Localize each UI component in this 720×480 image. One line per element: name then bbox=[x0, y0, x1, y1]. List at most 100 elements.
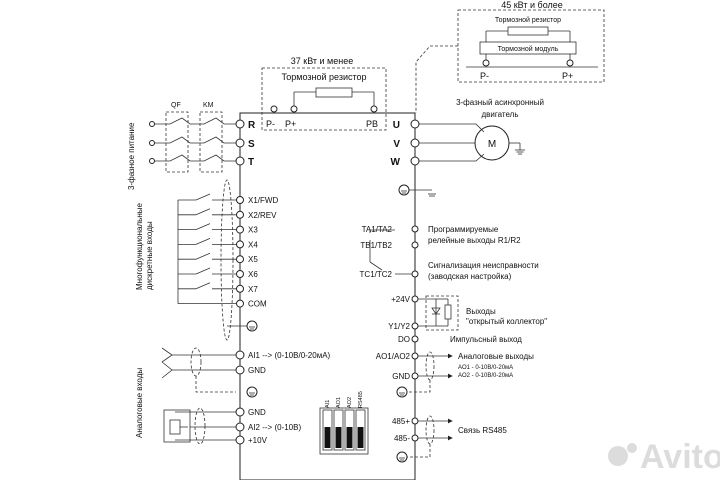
dip-switch-2[interactable] bbox=[333, 409, 344, 451]
motor-label-line1: 3-фазный асинхронный bbox=[456, 98, 544, 107]
brake-module bbox=[479, 41, 577, 55]
terminal-di-3 bbox=[236, 225, 244, 234]
brake-large-pminus: P- bbox=[480, 71, 489, 81]
dip-switch-4[interactable] bbox=[355, 409, 366, 451]
dip-switch-group: AI1 AO1 AO2 RS485 bbox=[319, 391, 369, 455]
terminal-di-label: X7 bbox=[248, 285, 258, 294]
brake-module-label: Тормозной модуль bbox=[498, 45, 559, 53]
km-frame bbox=[199, 111, 223, 173]
terminal-di-label: COM bbox=[248, 300, 267, 309]
terminal-di-label: X3 bbox=[248, 226, 258, 235]
brake-large-resistor-label: Тормозной резистор bbox=[495, 16, 561, 24]
terminal-v-label: V bbox=[393, 139, 400, 150]
terminal-di-label: X1/FWD bbox=[248, 196, 278, 205]
brake-small-resistor bbox=[315, 87, 353, 98]
brake-small-resistor-label: Тормозной резистор bbox=[281, 72, 366, 82]
relay-ta-label: TA1/TA2 bbox=[362, 225, 393, 234]
terminal-do bbox=[411, 335, 419, 343]
terminal-di-8 bbox=[236, 299, 244, 308]
oc-do-label: DO bbox=[398, 335, 410, 344]
terminal-s bbox=[235, 138, 245, 148]
terminal-r bbox=[235, 119, 245, 129]
dip-label: AI1 bbox=[325, 400, 331, 408]
oc-load-frame bbox=[425, 295, 459, 331]
motor-m: M bbox=[488, 139, 496, 150]
dip-label: RS485 bbox=[358, 391, 364, 408]
terminal-t bbox=[235, 156, 245, 166]
ao1-range: AO1 - 0-10В/0-20мА bbox=[458, 365, 513, 371]
terminal-v bbox=[410, 138, 420, 148]
ao-gnd-label: GND bbox=[392, 372, 410, 381]
dip-label: AO1 bbox=[336, 397, 342, 408]
oc-load bbox=[418, 298, 452, 327]
relay-tc-label: TC1/TC2 bbox=[360, 270, 393, 279]
terminal-w-label: W bbox=[391, 157, 401, 168]
brake-small-pplus: P+ bbox=[285, 119, 296, 129]
terminal-ao-gnd bbox=[411, 372, 419, 380]
relay-contacts bbox=[369, 229, 412, 275]
terminal-di-7 bbox=[236, 284, 244, 293]
terminal-di-4 bbox=[236, 240, 244, 249]
ao2-range: AO2 - 0-10В/0-20мА bbox=[458, 373, 513, 379]
analog-inputs-group bbox=[161, 347, 236, 445]
terminal-ai2-label: AI2 --> (0-10В) bbox=[248, 423, 301, 432]
dip-switch-lever bbox=[346, 427, 353, 448]
brake-module-pplus-terminal bbox=[566, 59, 574, 67]
analog-shield-ground bbox=[246, 386, 258, 398]
terminal-di-label: X6 bbox=[248, 270, 258, 279]
brake-small-pminus-terminal bbox=[270, 105, 278, 113]
relay-fault-line2: (заводская настройка) bbox=[428, 272, 512, 281]
oc-pulse-label: Импульсный выход bbox=[450, 335, 522, 344]
terminal-w bbox=[410, 156, 420, 166]
oc-y-label: Y1/Y2 bbox=[388, 322, 410, 331]
brake-small-pplus-terminal bbox=[290, 105, 298, 113]
terminal-485-plus bbox=[411, 417, 419, 425]
terminal-ao bbox=[411, 352, 419, 360]
qf-frame bbox=[165, 111, 189, 173]
terminal-ai1 bbox=[235, 350, 245, 360]
terminal-gnd2-label: GND bbox=[248, 408, 266, 417]
terminal-r-label: R bbox=[248, 120, 256, 131]
terminal-gnd2 bbox=[235, 407, 245, 417]
qf-label: QF bbox=[171, 102, 181, 109]
rs485-plus-label: 485+ bbox=[392, 417, 410, 426]
terminal-24v bbox=[411, 295, 419, 303]
brake-large-resistor bbox=[507, 26, 549, 36]
oc-label-line2: "открытый коллектор" bbox=[466, 317, 547, 326]
digital-side-label-1: Многофункциональные bbox=[135, 202, 144, 290]
terminal-10v bbox=[235, 435, 245, 445]
rs485-minus-label: 485- bbox=[394, 434, 410, 443]
dip-switch-1[interactable] bbox=[322, 409, 333, 451]
terminal-u bbox=[410, 119, 420, 129]
inverter-ground-terminal bbox=[398, 184, 410, 196]
terminal-ta bbox=[411, 225, 419, 233]
relay-prog-line1: Программируемые bbox=[428, 225, 499, 234]
dip-switch-lever bbox=[357, 427, 364, 448]
ao-label: AO1/AO2 bbox=[376, 352, 411, 361]
terminal-di-label: X4 bbox=[248, 240, 258, 249]
km-label: KM bbox=[203, 102, 214, 109]
terminal-tc bbox=[411, 270, 419, 278]
brake-large-pplus: P+ bbox=[562, 71, 573, 81]
power-lines bbox=[149, 117, 236, 164]
brake-large-leader bbox=[415, 45, 458, 113]
brake-module-pminus-terminal bbox=[482, 59, 490, 67]
terminal-ai2 bbox=[235, 422, 245, 432]
dip-label: AO2 bbox=[347, 397, 353, 408]
relay-prog-line2: релейные выходы R1/R2 bbox=[428, 236, 521, 245]
dip-switch-3[interactable] bbox=[344, 409, 355, 451]
brake-small-title: 37 кВт и менее bbox=[291, 56, 353, 66]
brake-small-frame bbox=[261, 67, 387, 131]
rs485-label: Связь RS485 bbox=[458, 426, 507, 435]
terminal-di-6 bbox=[236, 270, 244, 278]
terminal-485-minus bbox=[411, 434, 419, 442]
dip-switch-lever bbox=[324, 427, 331, 448]
terminal-u-label: U bbox=[393, 120, 400, 131]
motor-label-line2: двигатель bbox=[482, 110, 519, 119]
dip-block bbox=[319, 407, 369, 455]
terminal-10v-label: +10V bbox=[248, 436, 268, 445]
relay-fault-line1: Сигнализация неисправности bbox=[428, 261, 539, 270]
ao-title: Аналоговые выходы bbox=[458, 352, 534, 361]
power-side-label: 3-фазное питание bbox=[127, 122, 136, 190]
